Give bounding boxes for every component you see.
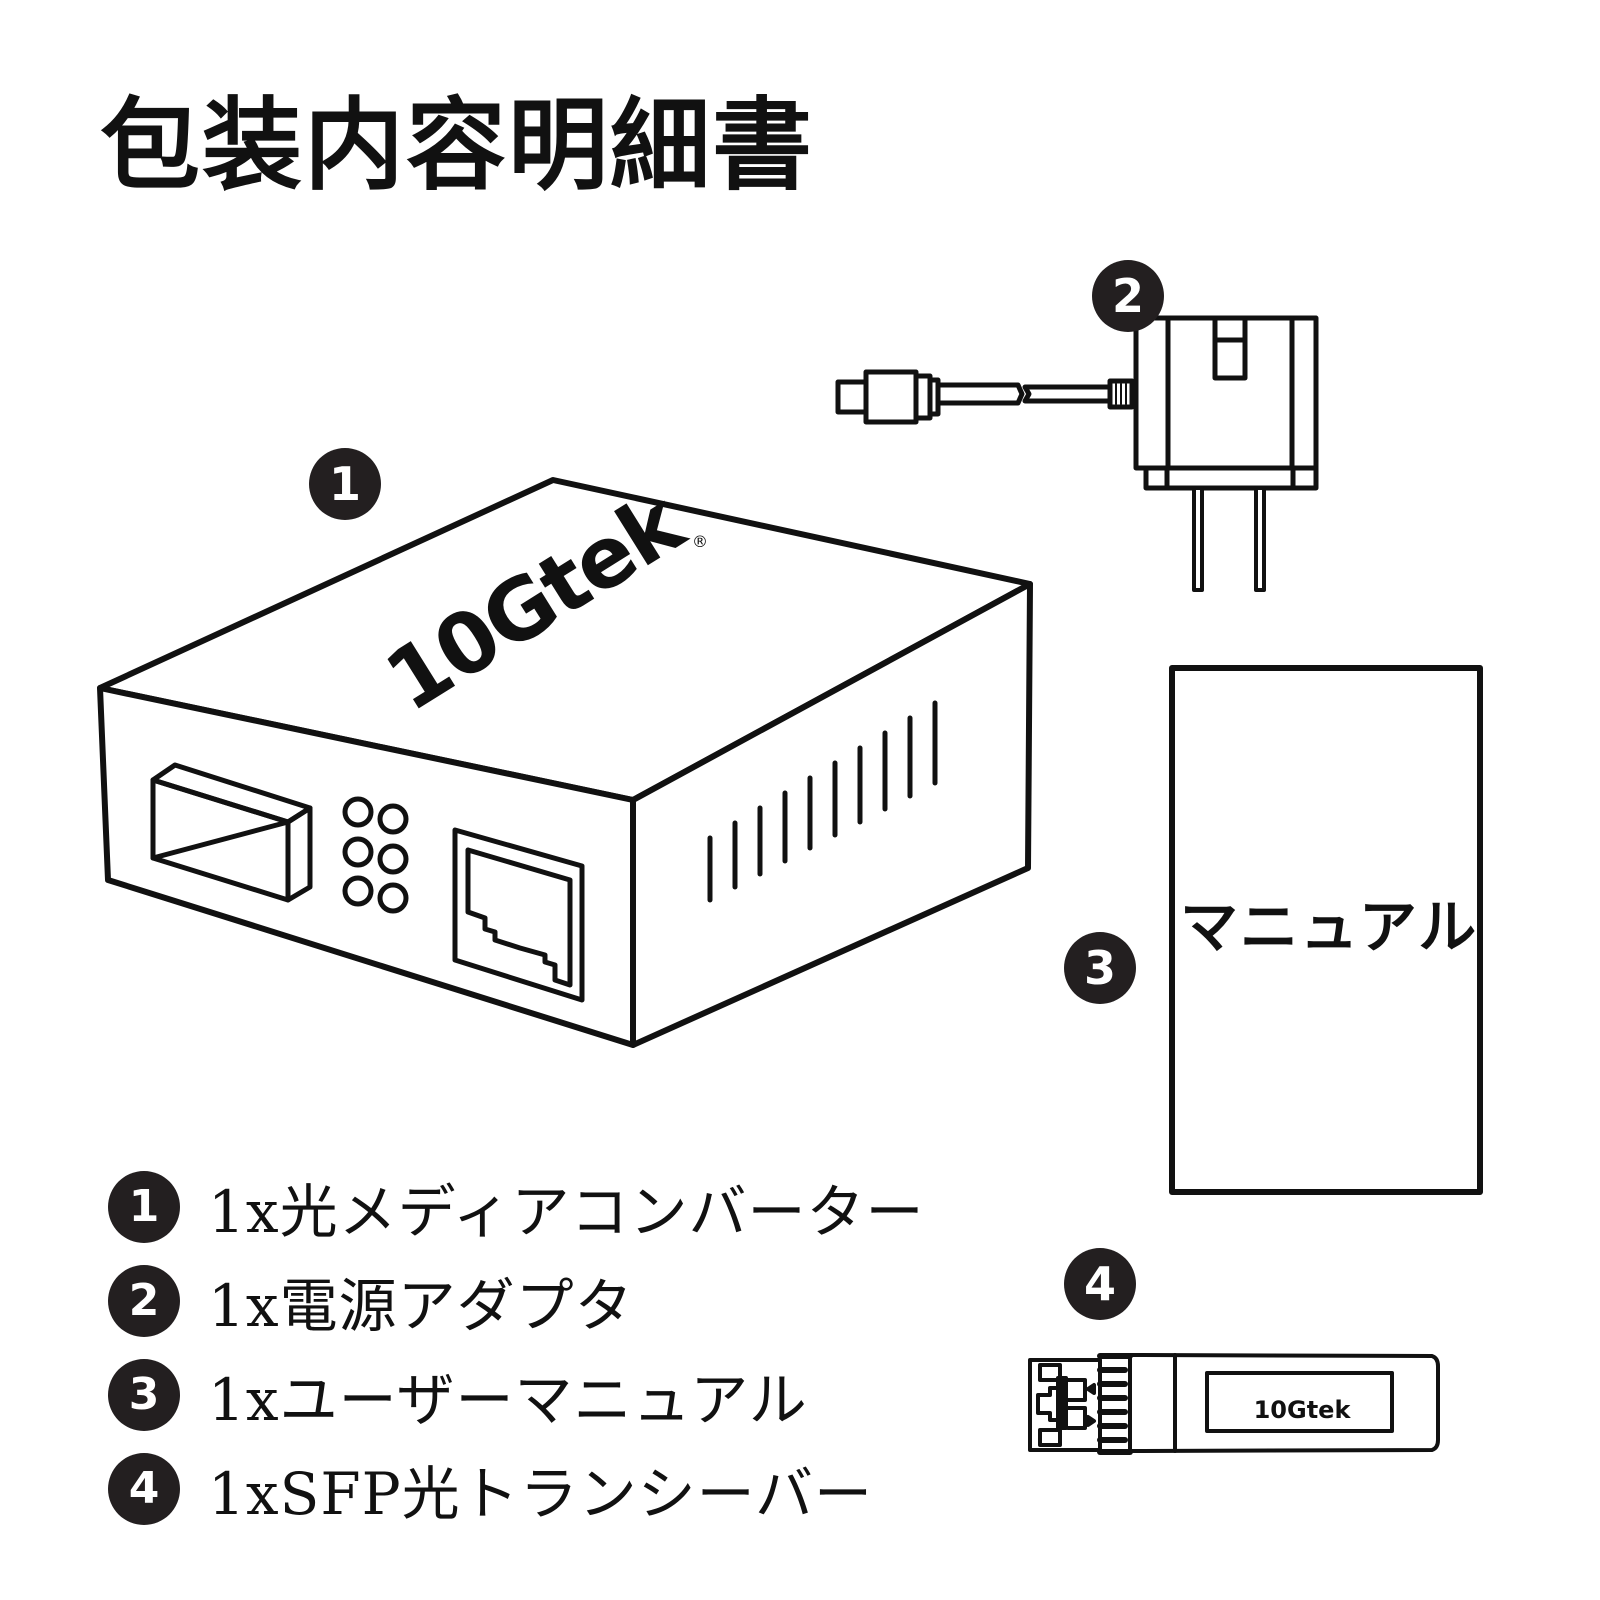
manual-label: マニュアル [1180,893,1479,961]
adapter-base [1143,465,1319,491]
led-indicators-icon [342,796,409,914]
sfp-latch-fins [1097,1353,1133,1455]
badge-item-3: 3 [1064,932,1136,1004]
list-item: 2 1x電源アダプタ [108,1254,925,1348]
list-item-text: 1xユーザーマニュアル [208,1366,808,1434]
list-item: 1 1x光メディアコンバーター [108,1160,925,1254]
list-badge-4: 4 [108,1453,180,1525]
badge-item-1: 1 [309,448,381,520]
contents-list: 1 1x光メディアコンバーター 2 1x電源アダプタ 3 1xユーザーマニュアル… [108,1160,925,1536]
manual-illustration [1169,665,1483,1195]
dc-plug-tip [835,379,869,415]
list-item-text: 1x電源アダプタ [208,1272,634,1340]
badge-item-4: 4 [1064,1248,1136,1320]
cable-left [935,382,1025,406]
rj45-port-icon [452,827,585,1003]
sfp-label-box [1205,1371,1394,1433]
power-adapter-illustration [835,315,1319,592]
prong-left [1192,486,1204,592]
list-item-text: 1xSFP光トランシーバー [208,1460,874,1528]
vent-slots-icon [707,700,938,903]
dc-plug-body [863,369,919,425]
list-badge-1: 1 [108,1171,180,1243]
sfp-transceiver-illustration [1028,1353,1440,1455]
converter-side-face [630,581,1033,1048]
cable-right [1022,384,1113,404]
list-item: 3 1xユーザーマニュアル [108,1348,925,1442]
list-badge-3: 3 [108,1359,180,1431]
media-converter-illustration [97,477,1033,1048]
page-title: 包装内容明細書 [100,86,814,204]
list-item-text: 1x光メディアコンバーター [208,1178,925,1246]
list-item: 4 1xSFP光トランシーバー [108,1442,925,1536]
list-badge-2: 2 [108,1265,180,1337]
prong-right [1254,486,1266,592]
sfp-brand-logo: 10Gtek [1253,1396,1351,1424]
sfp-port-icon [150,762,313,903]
badge-item-2: 2 [1092,260,1164,332]
registered-mark: ® [692,532,708,551]
